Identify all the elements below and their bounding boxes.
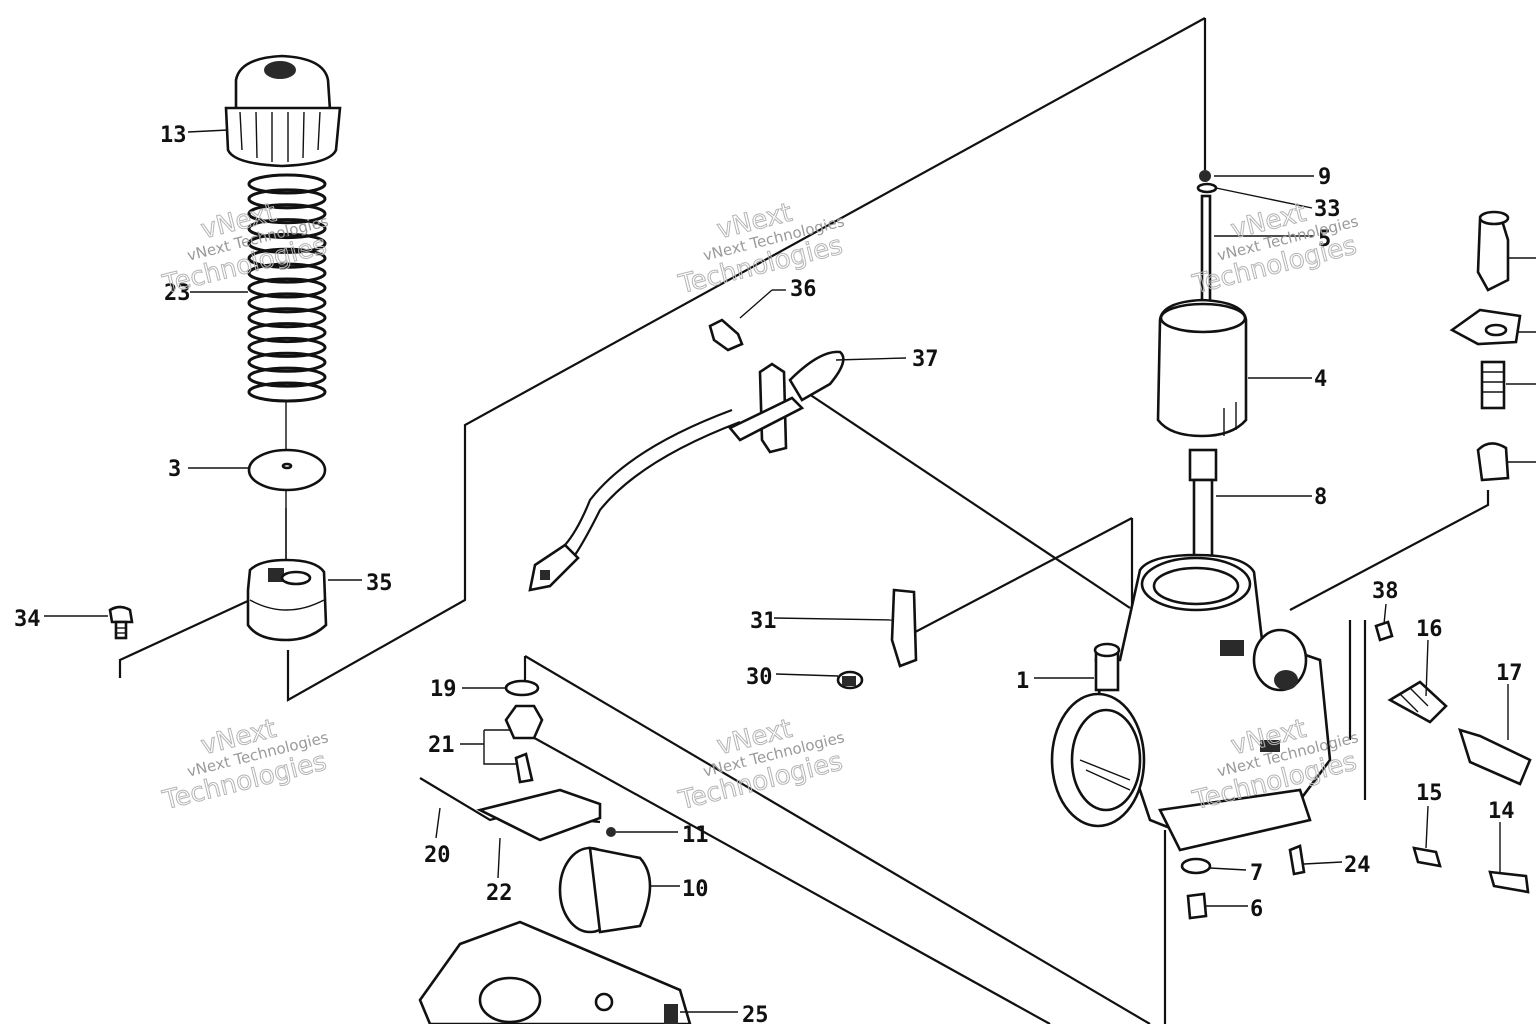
spring-coil: [247, 188, 327, 210]
label-9: 9: [1318, 165, 1331, 190]
spring-coil: [247, 307, 327, 329]
label-4: 4: [1314, 367, 1327, 392]
label-16: 16: [1416, 617, 1443, 642]
label-8: 8: [1314, 485, 1327, 510]
part-slide: [1156, 298, 1248, 438]
watermark-1: vNext vNext Technologies Technologies: [159, 197, 331, 301]
label-31: 31: [750, 609, 777, 634]
label-33: 33: [1314, 197, 1341, 222]
spring-coil: [247, 173, 327, 195]
label-17: 17: [1496, 661, 1523, 686]
label-5: 5: [1318, 227, 1331, 252]
label-11: 11: [682, 823, 709, 848]
label-22: 22: [486, 881, 513, 906]
label-3: 3: [168, 457, 181, 482]
label-23: 23: [164, 281, 191, 306]
part-labels: 13 23 3 35 34 36 37 9 33 5 4 8 1 38 16 1…: [14, 123, 1523, 1024]
part-small-jets: [1374, 620, 1532, 894]
spring-coil: [247, 247, 327, 269]
spring-coil: [247, 218, 327, 240]
spring-coil: [247, 203, 327, 225]
spring-coil: [247, 381, 327, 403]
label-38: 38: [1372, 579, 1399, 604]
part-right-jets: [1449, 210, 1522, 482]
label-14: 14: [1488, 799, 1515, 824]
label-24: 24: [1344, 853, 1371, 878]
spring-coil: [247, 366, 327, 388]
spring-coil: [247, 351, 327, 373]
label-25: 25: [742, 1003, 769, 1024]
label-6: 6: [1250, 897, 1263, 922]
label-30: 30: [746, 665, 773, 690]
part-holder: [246, 558, 328, 642]
part-float-assembly: [418, 679, 692, 1024]
part-cable-assembly: [528, 318, 845, 592]
part-needle-jet: [1188, 448, 1218, 562]
label-35: 35: [366, 571, 393, 596]
label-19: 19: [430, 677, 457, 702]
part-screw-34: [108, 605, 134, 640]
label-20: 20: [424, 843, 451, 868]
spring-coil: [247, 292, 327, 314]
spring-coil: [247, 277, 327, 299]
label-15: 15: [1416, 781, 1443, 806]
label-13: 13: [160, 123, 187, 148]
leader-lines: [44, 129, 1536, 1013]
watermark-2: vNext vNext Technologies Technologies: [675, 197, 847, 301]
label-1: 1: [1016, 669, 1029, 694]
part-bracket-31: [836, 588, 918, 690]
label-10: 10: [682, 877, 709, 902]
watermark-5: vNext vNext Technologies Technologies: [675, 713, 847, 817]
spring-coil: [247, 232, 327, 254]
spring-coil: [247, 262, 327, 284]
guide-lines: [118, 17, 1490, 1024]
part-spring: [247, 173, 327, 403]
spring-coil: [247, 322, 327, 344]
label-34: 34: [14, 607, 41, 632]
label-36: 36: [790, 277, 817, 302]
label-7: 7: [1250, 861, 1263, 886]
label-37: 37: [912, 347, 939, 372]
watermark-4: vNext vNext Technologies Technologies: [159, 713, 331, 817]
part-carburetor-body: [1050, 553, 1332, 852]
label-21: 21: [428, 733, 455, 758]
part-bottom-jets: [1180, 844, 1306, 920]
part-washer: [247, 448, 327, 492]
spring-coil: [247, 336, 327, 358]
part-cap: [224, 54, 342, 168]
